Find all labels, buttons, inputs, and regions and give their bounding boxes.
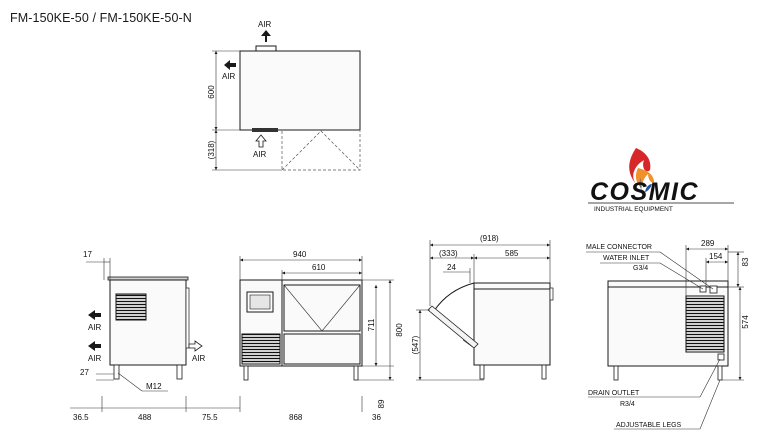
dim-318-label: (318): [207, 140, 216, 159]
dim-89-label: 89: [377, 399, 386, 408]
front-vent-louver: [241, 333, 281, 365]
dim-83-label: 83: [741, 257, 750, 266]
dim-868-label: 868: [289, 413, 303, 422]
flame-blue: [639, 178, 652, 192]
air-label-side-2: AIR: [88, 354, 102, 363]
drain-outlet-label: DRAIN OUTLET: [588, 390, 640, 397]
air-in-arrow-icon: [255, 134, 267, 148]
dim-36-5-label: 36.5: [73, 413, 89, 422]
dim-574-label: 574: [741, 315, 750, 329]
air-label-intake: AIR: [253, 150, 267, 159]
dim-610-label: 610: [312, 263, 326, 272]
side-view-louver: [115, 293, 147, 321]
drain-outlet-size-label: R3/4: [620, 401, 635, 408]
dim-289-label: 289: [701, 239, 715, 248]
side-view: 17 27 M12 36.5 488 AIR AIR AIR: [70, 250, 240, 422]
door-swing-diagonal: [281, 130, 361, 171]
logo-wordmark: COSMIC: [590, 178, 699, 206]
side-view-body: [109, 279, 187, 366]
air-left-arrow-icon: [224, 60, 236, 70]
water-inlet-label: WATER INLET: [603, 255, 650, 262]
dim-547-label: (547): [411, 335, 420, 354]
dim-17-label: 17: [83, 250, 92, 259]
dim-918-label: (918): [480, 234, 499, 243]
front-view: 940 610 711 800 89 75.5 868 36: [202, 250, 404, 422]
dim-36-label: 36: [372, 413, 381, 422]
dim-488-label: 488: [138, 413, 152, 422]
rear-view: 289 154 83 574 MALE CONNECTOR WATER INLE…: [586, 239, 750, 430]
rear-louver: [685, 295, 725, 353]
storage-door-diagonal: [283, 284, 361, 332]
door-swing-arc: [433, 282, 475, 312]
door-swing-outline: [281, 131, 361, 171]
water-inlet-size-label: G3/4: [633, 265, 648, 272]
display-screen: [249, 294, 271, 310]
dim-711-label: 711: [367, 318, 376, 331]
drain-outlet-fitting: [717, 353, 725, 361]
top-view-vent: [252, 128, 278, 132]
door-open-view: (918) (333) 585 24 (547): [411, 234, 554, 381]
male-connector-label: MALE CONNECTOR: [586, 244, 652, 251]
adjustable-legs-label: ADJUSTABLE LEGS: [616, 422, 682, 429]
dim-600-label: 600: [207, 85, 216, 99]
dim-940-label: 940: [293, 250, 307, 259]
dim-27-label: 27: [80, 368, 89, 377]
air-label-left: AIR: [222, 72, 236, 81]
air-up-arrow-icon: [261, 30, 271, 42]
air-in-arrow-side-icon: [188, 340, 203, 352]
air-out-arrow-2-icon: [88, 341, 101, 351]
male-connector-fitting: [709, 285, 718, 294]
open-door-panel: [427, 305, 479, 349]
dim-800-label: 800: [395, 323, 404, 337]
air-label-side-3: AIR: [192, 354, 206, 363]
top-view: 600 (318) AIR AIR AIR: [207, 20, 361, 171]
dim-585-label: 585: [505, 249, 519, 258]
dim-333-label: (333): [439, 249, 458, 258]
dim-75-5-label: 75.5: [202, 413, 218, 422]
top-view-connector: [255, 45, 277, 52]
dim-24-label: 24: [447, 263, 456, 272]
cosmic-logo: COSMIC INDUSTRIAL EQUIPMENT: [588, 148, 734, 213]
dim-154-label: 154: [709, 252, 723, 261]
m12-label: M12: [146, 382, 162, 391]
logo-tagline: INDUSTRIAL EQUIPMENT: [594, 206, 673, 213]
air-label-top: AIR: [258, 20, 272, 29]
air-label-side-1: AIR: [88, 323, 102, 332]
top-view-body: [239, 50, 361, 131]
door-view-body: [473, 282, 551, 366]
drawing-title: FM-150KE-50 / FM-150KE-50-N: [10, 11, 192, 25]
flame-red: [629, 148, 651, 184]
air-out-arrow-1-icon: [88, 310, 101, 320]
flame-orange: [635, 168, 654, 188]
